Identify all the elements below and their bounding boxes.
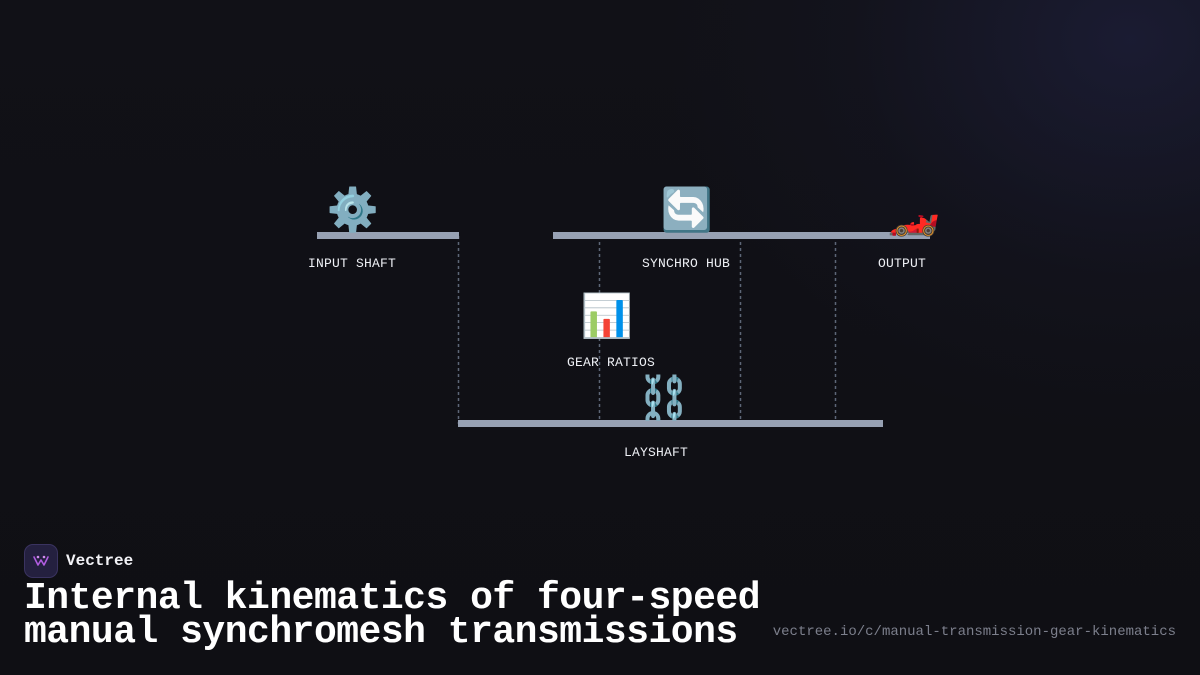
race-car-icon: 🏎️ — [887, 189, 941, 238]
node-label-input-shaft: INPUT SHAFT — [308, 256, 397, 271]
brand-name: Vectree — [66, 552, 134, 570]
vectree-logo-mark — [33, 555, 49, 566]
node-label-gear-ratios: GEAR RATIOS — [567, 355, 656, 370]
vectree-logo-icon — [24, 544, 58, 578]
page-title: Internal kinematics of four-speed manual… — [24, 577, 761, 654]
node-label-layshaft: LAYSHAFT — [624, 445, 689, 460]
brand: Vectree — [24, 544, 133, 578]
bar-chart-icon: 📊 — [580, 291, 634, 340]
layshaft-bar — [458, 420, 883, 427]
gear-icon: ⚙️ — [326, 185, 380, 234]
node-label-output: OUTPUT — [878, 256, 927, 271]
node-label-synchro-hub: SYNCHRO HUB — [642, 256, 731, 271]
input-shaft-bar — [317, 232, 459, 239]
main-shaft-bar — [553, 232, 930, 239]
chain-icon: ⛓️ — [637, 373, 691, 422]
source-url: vectree.io/c/manual-transmission-gear-ki… — [772, 624, 1176, 640]
cycle-arrows-icon: 🔄 — [660, 185, 714, 234]
